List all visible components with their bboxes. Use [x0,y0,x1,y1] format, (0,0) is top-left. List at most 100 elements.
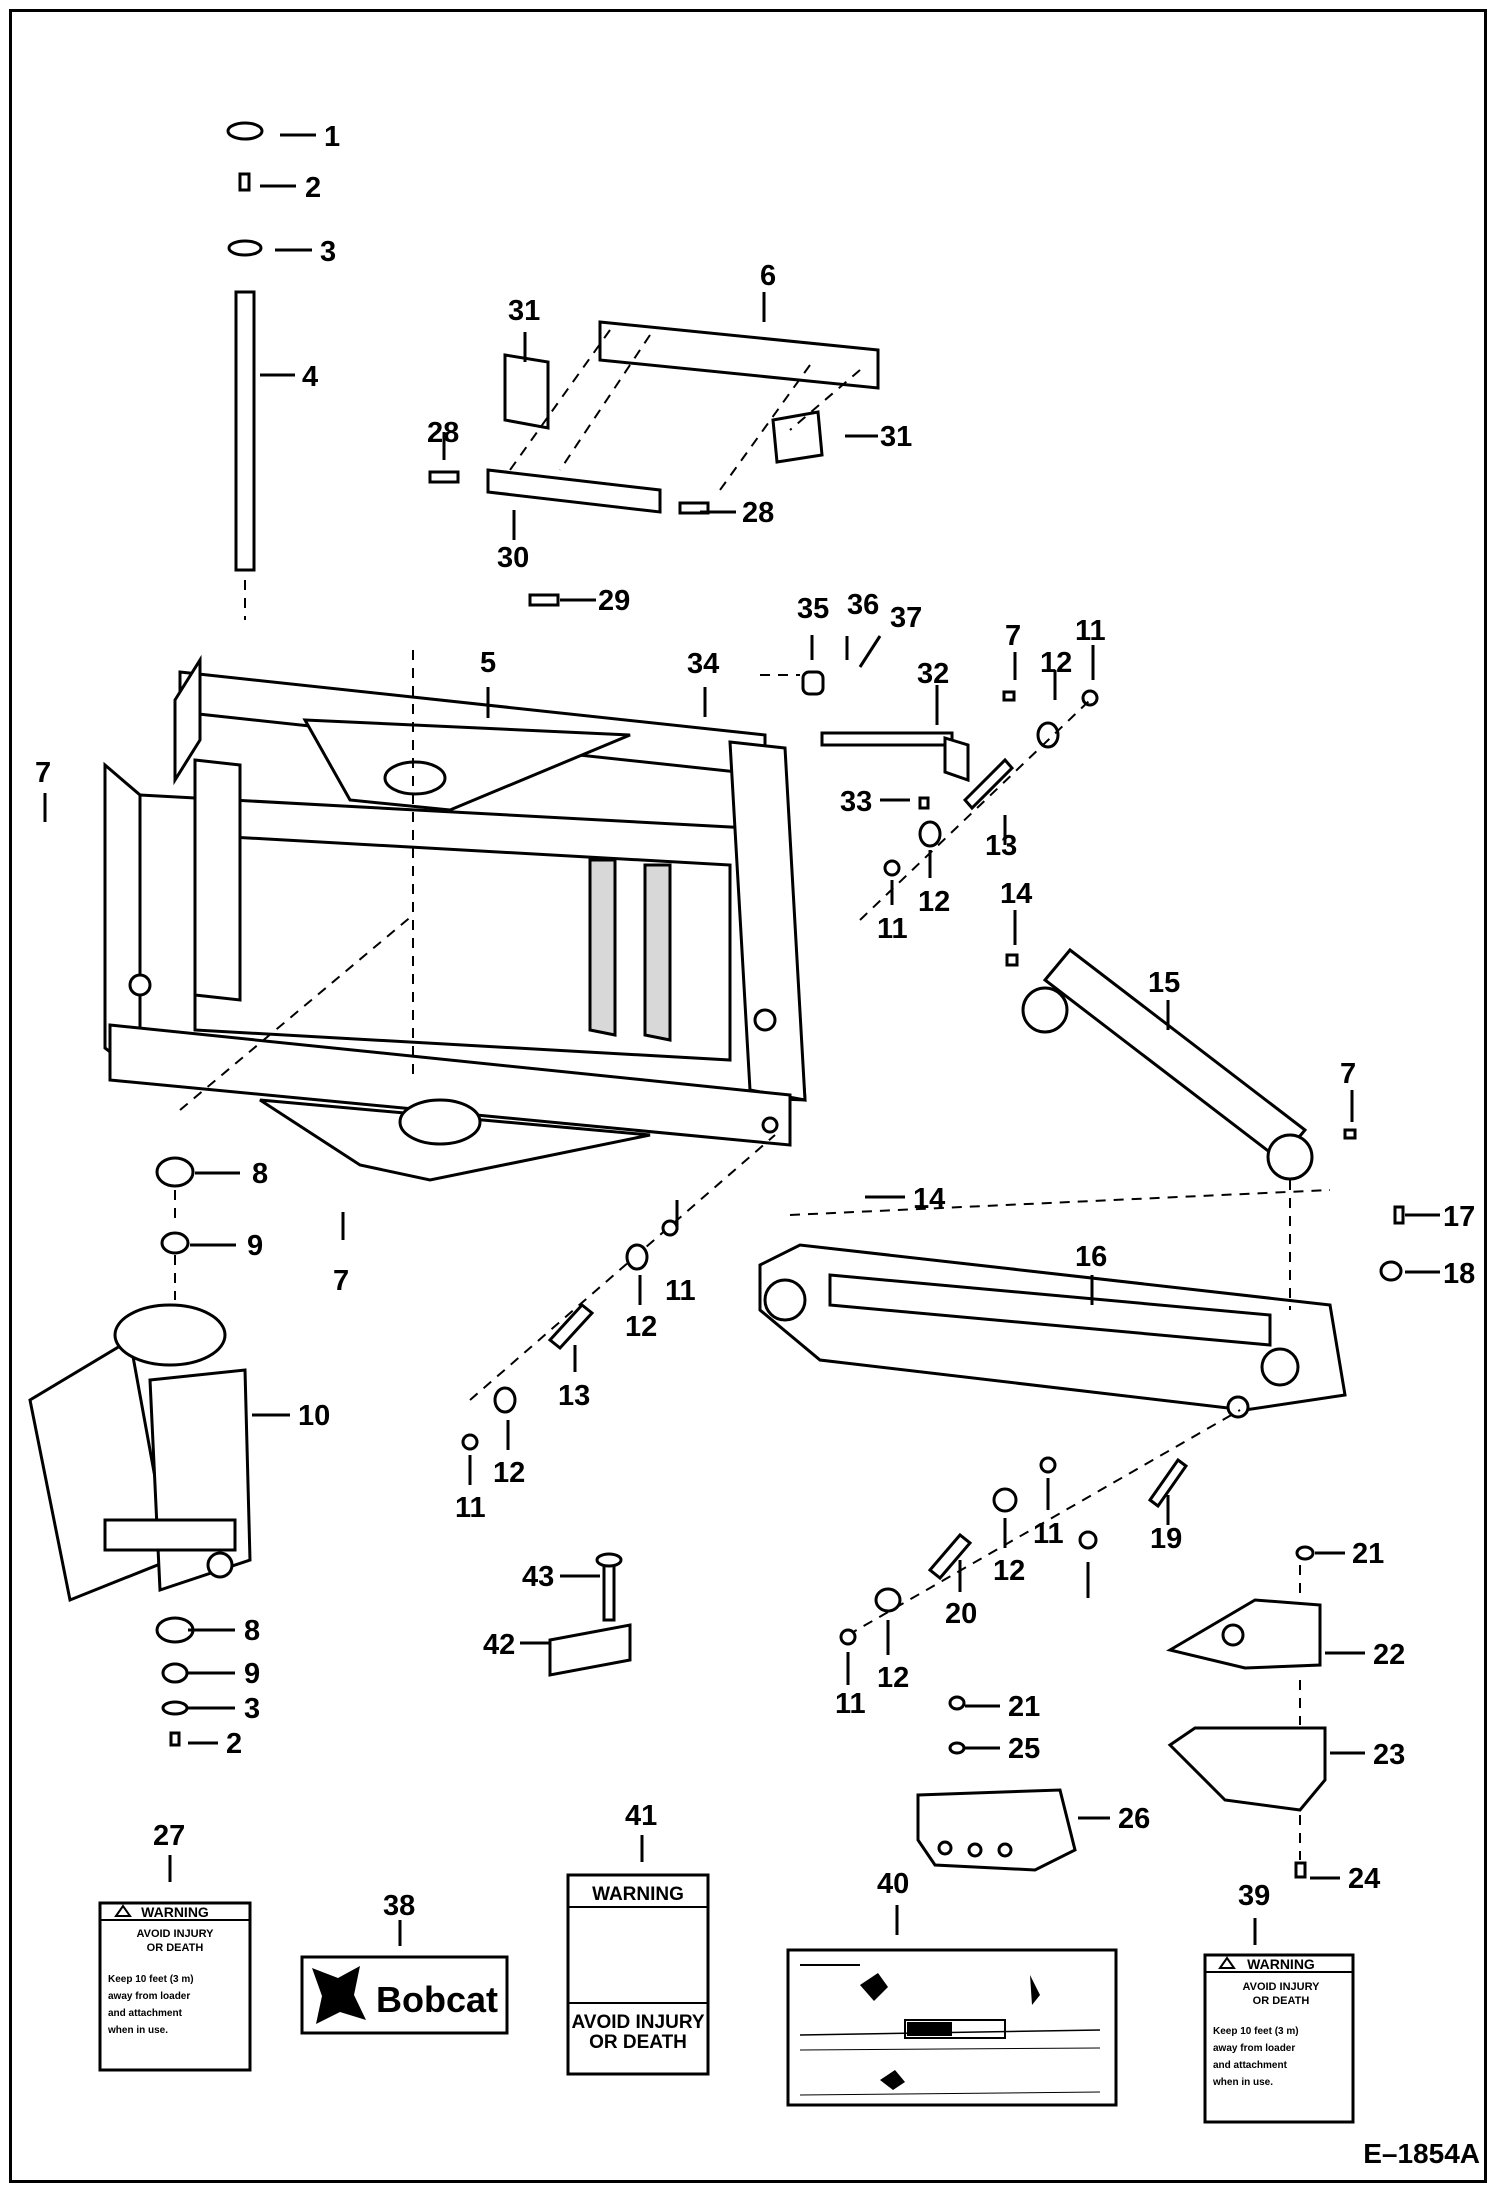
callout-28b: 28 [742,497,774,529]
callout-7d: 7 [333,1265,349,1297]
decal-39-body-4: when in use. [1212,2077,1273,2088]
decal-39-title-1: AVOID INJURY [1242,1981,1320,1993]
callout-3b: 3 [244,1693,260,1725]
callout-24: 24 [1348,1863,1380,1895]
callout-29: 29 [598,585,630,617]
callout-42: 42 [483,1629,515,1661]
callout-9b: 9 [244,1658,260,1690]
callout-22: 22 [1373,1639,1405,1671]
callout-9a: 9 [247,1230,263,1262]
drawing-number: E–1854A [1363,2138,1480,2169]
callout-12d: 12 [493,1457,525,1489]
callout-11b: 11 [877,913,908,945]
callout-13b: 13 [558,1380,590,1412]
callout-26: 26 [1118,1803,1150,1835]
callout-43: 43 [522,1561,554,1593]
callout-11c: 11 [665,1275,696,1307]
callout-20: 20 [945,1598,977,1630]
callout-11e: 11 [1033,1518,1064,1550]
callout-16: 16 [1075,1241,1107,1273]
decal-27-header: WARNING [141,1904,209,1920]
callout-17: 17 [1443,1201,1475,1233]
callout-8b: 8 [244,1615,260,1647]
callout-23: 23 [1373,1739,1405,1771]
decal-27-title-1: AVOID INJURY [136,1928,214,1940]
callout-21a: 21 [1352,1538,1384,1570]
callout-7b: 7 [1005,620,1021,652]
callout-14a: 14 [1000,878,1032,910]
decal-39: WARNING AVOID INJURY OR DEATH Keep 10 fe… [1203,1953,1355,2124]
lift-arm [758,1180,1405,1419]
decal-27-body-1: Keep 10 feet (3 m) [108,1974,194,1985]
decal-39-body-1: Keep 10 feet (3 m) [1213,2026,1299,2037]
callout-27: 27 [153,1820,185,1852]
callout-35: 35 [797,593,829,625]
callout-40: 40 [877,1868,909,1900]
pin-washer-set-lower [461,1134,776,1451]
callout-28a: 28 [427,417,459,449]
leader-lines [43,133,1440,1946]
callout-13a: 13 [985,830,1017,862]
decal-41-title-1: AVOID INJURY [571,2012,704,2033]
decal-39-body-3: and attachment [1213,2060,1288,2071]
callout-38: 38 [383,1890,415,1922]
callout-21b: 21 [1008,1691,1040,1723]
callout-12a: 12 [1040,647,1072,679]
callout-18: 18 [1443,1258,1475,1290]
callout-12b: 12 [918,886,950,918]
callout-3: 3 [320,236,336,268]
callout-10: 10 [298,1400,330,1432]
callout-15: 15 [1148,967,1180,999]
callout-36: 36 [847,589,879,621]
callout-8a: 8 [252,1158,268,1190]
callout-12e: 12 [993,1555,1025,1587]
callout-6: 6 [760,260,776,292]
callout-25: 25 [1008,1733,1040,1765]
callout-4: 4 [302,361,318,393]
decal-39-body-2: away from loader [1213,2043,1295,2054]
mounting-frame [103,650,807,1182]
decal-39-header: WARNING [1247,1956,1315,1972]
bobcat-logo-icon [312,1966,366,2024]
pivot-bracket [28,1156,252,1747]
callout-19: 19 [1150,1523,1182,1555]
callout-31b: 31 [880,421,912,453]
decal-41: WARNING AVOID INJURY OR DEATH [566,1873,710,2076]
decal-27: WARNING AVOID INJURY OR DEATH Keep 10 fe… [98,1901,252,2072]
callout-37: 37 [890,602,922,634]
decal-41-header: WARNING [592,1884,684,1905]
callout-14b: 14 [913,1183,945,1215]
decal-41-title-2: OR DEATH [589,2032,687,2053]
decal-27-body-4: when in use. [107,2025,168,2036]
decal-27-body-3: and attachment [108,2008,183,2019]
callout-33: 33 [840,786,872,818]
callout-1: 1 [324,121,340,153]
clamp-blocks [548,1545,1327,1879]
callout-7a: 7 [35,757,51,789]
callout-31a: 31 [508,295,540,327]
callout-5: 5 [480,647,496,679]
pin-washer-set-arm [839,1409,1241,1646]
callout-12f: 12 [877,1662,909,1694]
decal-39-title-2: OR DEATH [1253,1995,1310,2007]
callout-30: 30 [497,542,529,574]
callout-12c: 12 [625,1311,657,1343]
decal-27-body-2: away from loader [108,1991,190,2002]
pin-washer-set-upper [760,670,1099,921]
callout-11d: 11 [455,1492,486,1524]
callout-34: 34 [687,648,719,680]
callout-2b: 2 [226,1728,242,1760]
callout-11f: 11 [835,1688,866,1720]
decal-38-brand: Bobcat [376,1979,498,2020]
decal-38: Bobcat [300,1955,509,2035]
callout-labels: 1 2 3 4 5 6 7 7 7 7 8 8 9 9 10 11 11 11 … [35,121,1475,1922]
callout-39: 39 [1238,1880,1270,1912]
callout-7c: 7 [1340,1058,1356,1090]
decal-40 [786,1948,1118,2107]
top-mount-plates [428,320,880,607]
decal-27-title-2: OR DEATH [147,1942,204,1954]
callout-32: 32 [917,658,949,690]
callout-2: 2 [305,172,321,204]
callout-11a: 11 [1075,615,1106,647]
